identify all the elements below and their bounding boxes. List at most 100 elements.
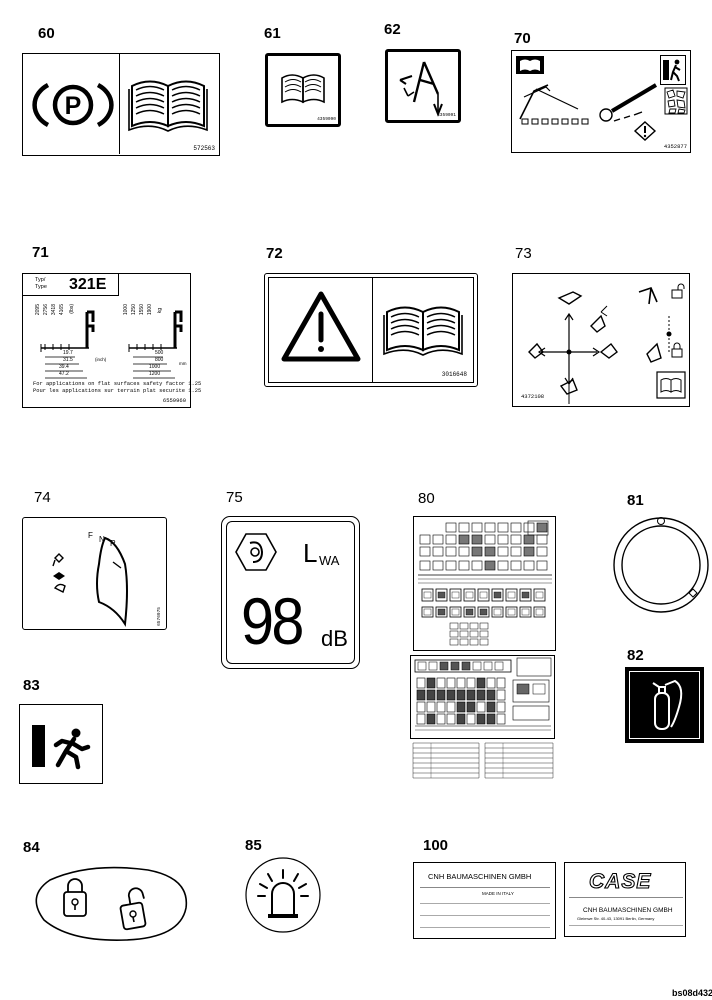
decal-inner-frame: [629, 671, 700, 739]
fuse-cell: [449, 588, 462, 602]
fuse-cell: [523, 522, 535, 533]
fuse-cell: [435, 606, 448, 618]
fuse-box-lower-chart: [410, 655, 555, 739]
fuse-cell: [471, 546, 483, 557]
fuse-cell: [446, 689, 456, 701]
fuse-cell: [463, 588, 476, 602]
fuse-cell: [491, 606, 504, 618]
fuse-cell: [459, 630, 469, 638]
fuse-cell: [476, 701, 486, 713]
lwa-symbol: L: [303, 538, 318, 568]
fuse-cell: [451, 608, 460, 616]
capacity-dist-r4: 1200: [149, 371, 161, 377]
plate-address: Gleimwe Str. 40-43, 13091 Berlin, German…: [577, 916, 655, 921]
fuse-cell: [512, 679, 550, 703]
fuse-cell: [419, 560, 431, 571]
identification-plate-2: CASE CNH BAUMASCHINEN GMBH Gleimwe Str. …: [564, 862, 686, 937]
capacity-unit-v-r: kg: [157, 308, 163, 314]
fuse-cell: [507, 608, 516, 616]
fuse-cell: [519, 588, 532, 602]
fuse-cell: [469, 630, 479, 638]
type-label-fr: Type: [35, 284, 47, 290]
label-number-81: 81: [627, 492, 644, 509]
decal-60-parking-brake: P 572563: [22, 53, 220, 156]
fuse-cell: [449, 630, 459, 638]
fuse-cell: [536, 546, 548, 557]
fuse-cell: [527, 520, 549, 536]
label-number-60: 60: [38, 25, 55, 42]
fuse-cell: [484, 546, 496, 557]
fuse-cell: [445, 560, 457, 571]
fuse-cell: [432, 534, 444, 545]
capacity-unit-h: (inch): [95, 357, 107, 362]
fuse-cell: [472, 661, 482, 671]
control-pattern-diagram: [528, 287, 672, 404]
fuse-cell: [505, 588, 518, 602]
emergency-exit-box: [660, 55, 686, 85]
fuse-cell: [521, 608, 530, 616]
identification-plate-1: CNH BAUMASCHINEN GMBH MADE IN ITALY: [413, 862, 556, 939]
warning-diamond-icon: [633, 121, 657, 141]
fuse-cell: [426, 689, 436, 701]
fuse-cell: [496, 713, 506, 725]
fuse-cell: [533, 606, 546, 618]
fuse-cell: [536, 534, 548, 545]
fuse-cell: [471, 560, 483, 571]
fuse-cell: [458, 546, 470, 557]
fuse-cell: [456, 689, 466, 701]
plate-line: [420, 903, 550, 904]
fuse-cell: [432, 546, 444, 557]
decal-divider: [119, 54, 121, 154]
fuse-cell: [458, 560, 470, 571]
plate-line: [420, 887, 550, 888]
manual-book-icon: [128, 80, 208, 132]
fuse-cell: [479, 608, 488, 616]
beacon-light-icon: [257, 869, 309, 918]
shift-lever-illustration: [96, 536, 128, 627]
fuse-cell: [419, 534, 431, 545]
parking-brake-icon: P: [32, 83, 114, 127]
fuse-cell: [496, 701, 506, 713]
fuse-cell: [505, 606, 518, 618]
fuse-cell: [466, 713, 476, 725]
fuse-cell: [450, 661, 460, 671]
unlock-icon: [671, 283, 685, 299]
fuse-cell: [497, 560, 509, 571]
fuse-cell: [446, 713, 456, 725]
decal-72-warning: 3016648: [268, 277, 474, 383]
decal-82-fire-extinguisher: [625, 667, 704, 743]
lock-icon: [63, 878, 87, 917]
label-number-74: 74: [34, 489, 51, 506]
capacity-dist-2: 31.5: [63, 357, 73, 363]
fuse-cell: [423, 608, 432, 616]
plate-line: [420, 915, 550, 916]
decal-code: 4352877: [663, 143, 687, 150]
fuse-cell: [421, 588, 434, 602]
fuse-cell: [465, 591, 474, 599]
fuse-cell: [523, 546, 535, 557]
unlock-icon: [119, 887, 147, 931]
fuse-cell: [466, 701, 476, 713]
manual-book-icon: [281, 74, 325, 104]
fuse-cell: [463, 606, 476, 618]
decal-84-lock-unlock: [35, 866, 188, 941]
label-number-61: 61: [264, 25, 281, 42]
fuse-cell: [436, 689, 446, 701]
fuse-cell: [439, 661, 449, 671]
decal-code: 6559960: [162, 397, 186, 404]
decal-73-controls: 4372108: [512, 273, 690, 407]
gear-forward: F: [88, 531, 93, 540]
label-number-62: 62: [384, 21, 401, 38]
label-number-83: 83: [23, 677, 40, 694]
capacity-height-3: 3418: [51, 304, 57, 316]
fuse-cell: [419, 546, 431, 557]
fuse-cell: [507, 591, 516, 599]
fuse-cell: [471, 522, 483, 533]
fuse-cell: [486, 713, 496, 725]
fuse-cell: [535, 608, 544, 616]
fuse-cell: [437, 608, 446, 616]
fuse-cell: [496, 689, 506, 701]
label-number-72: 72: [266, 245, 283, 262]
fuse-cell: [476, 689, 486, 701]
fuse-cell: [496, 677, 506, 689]
